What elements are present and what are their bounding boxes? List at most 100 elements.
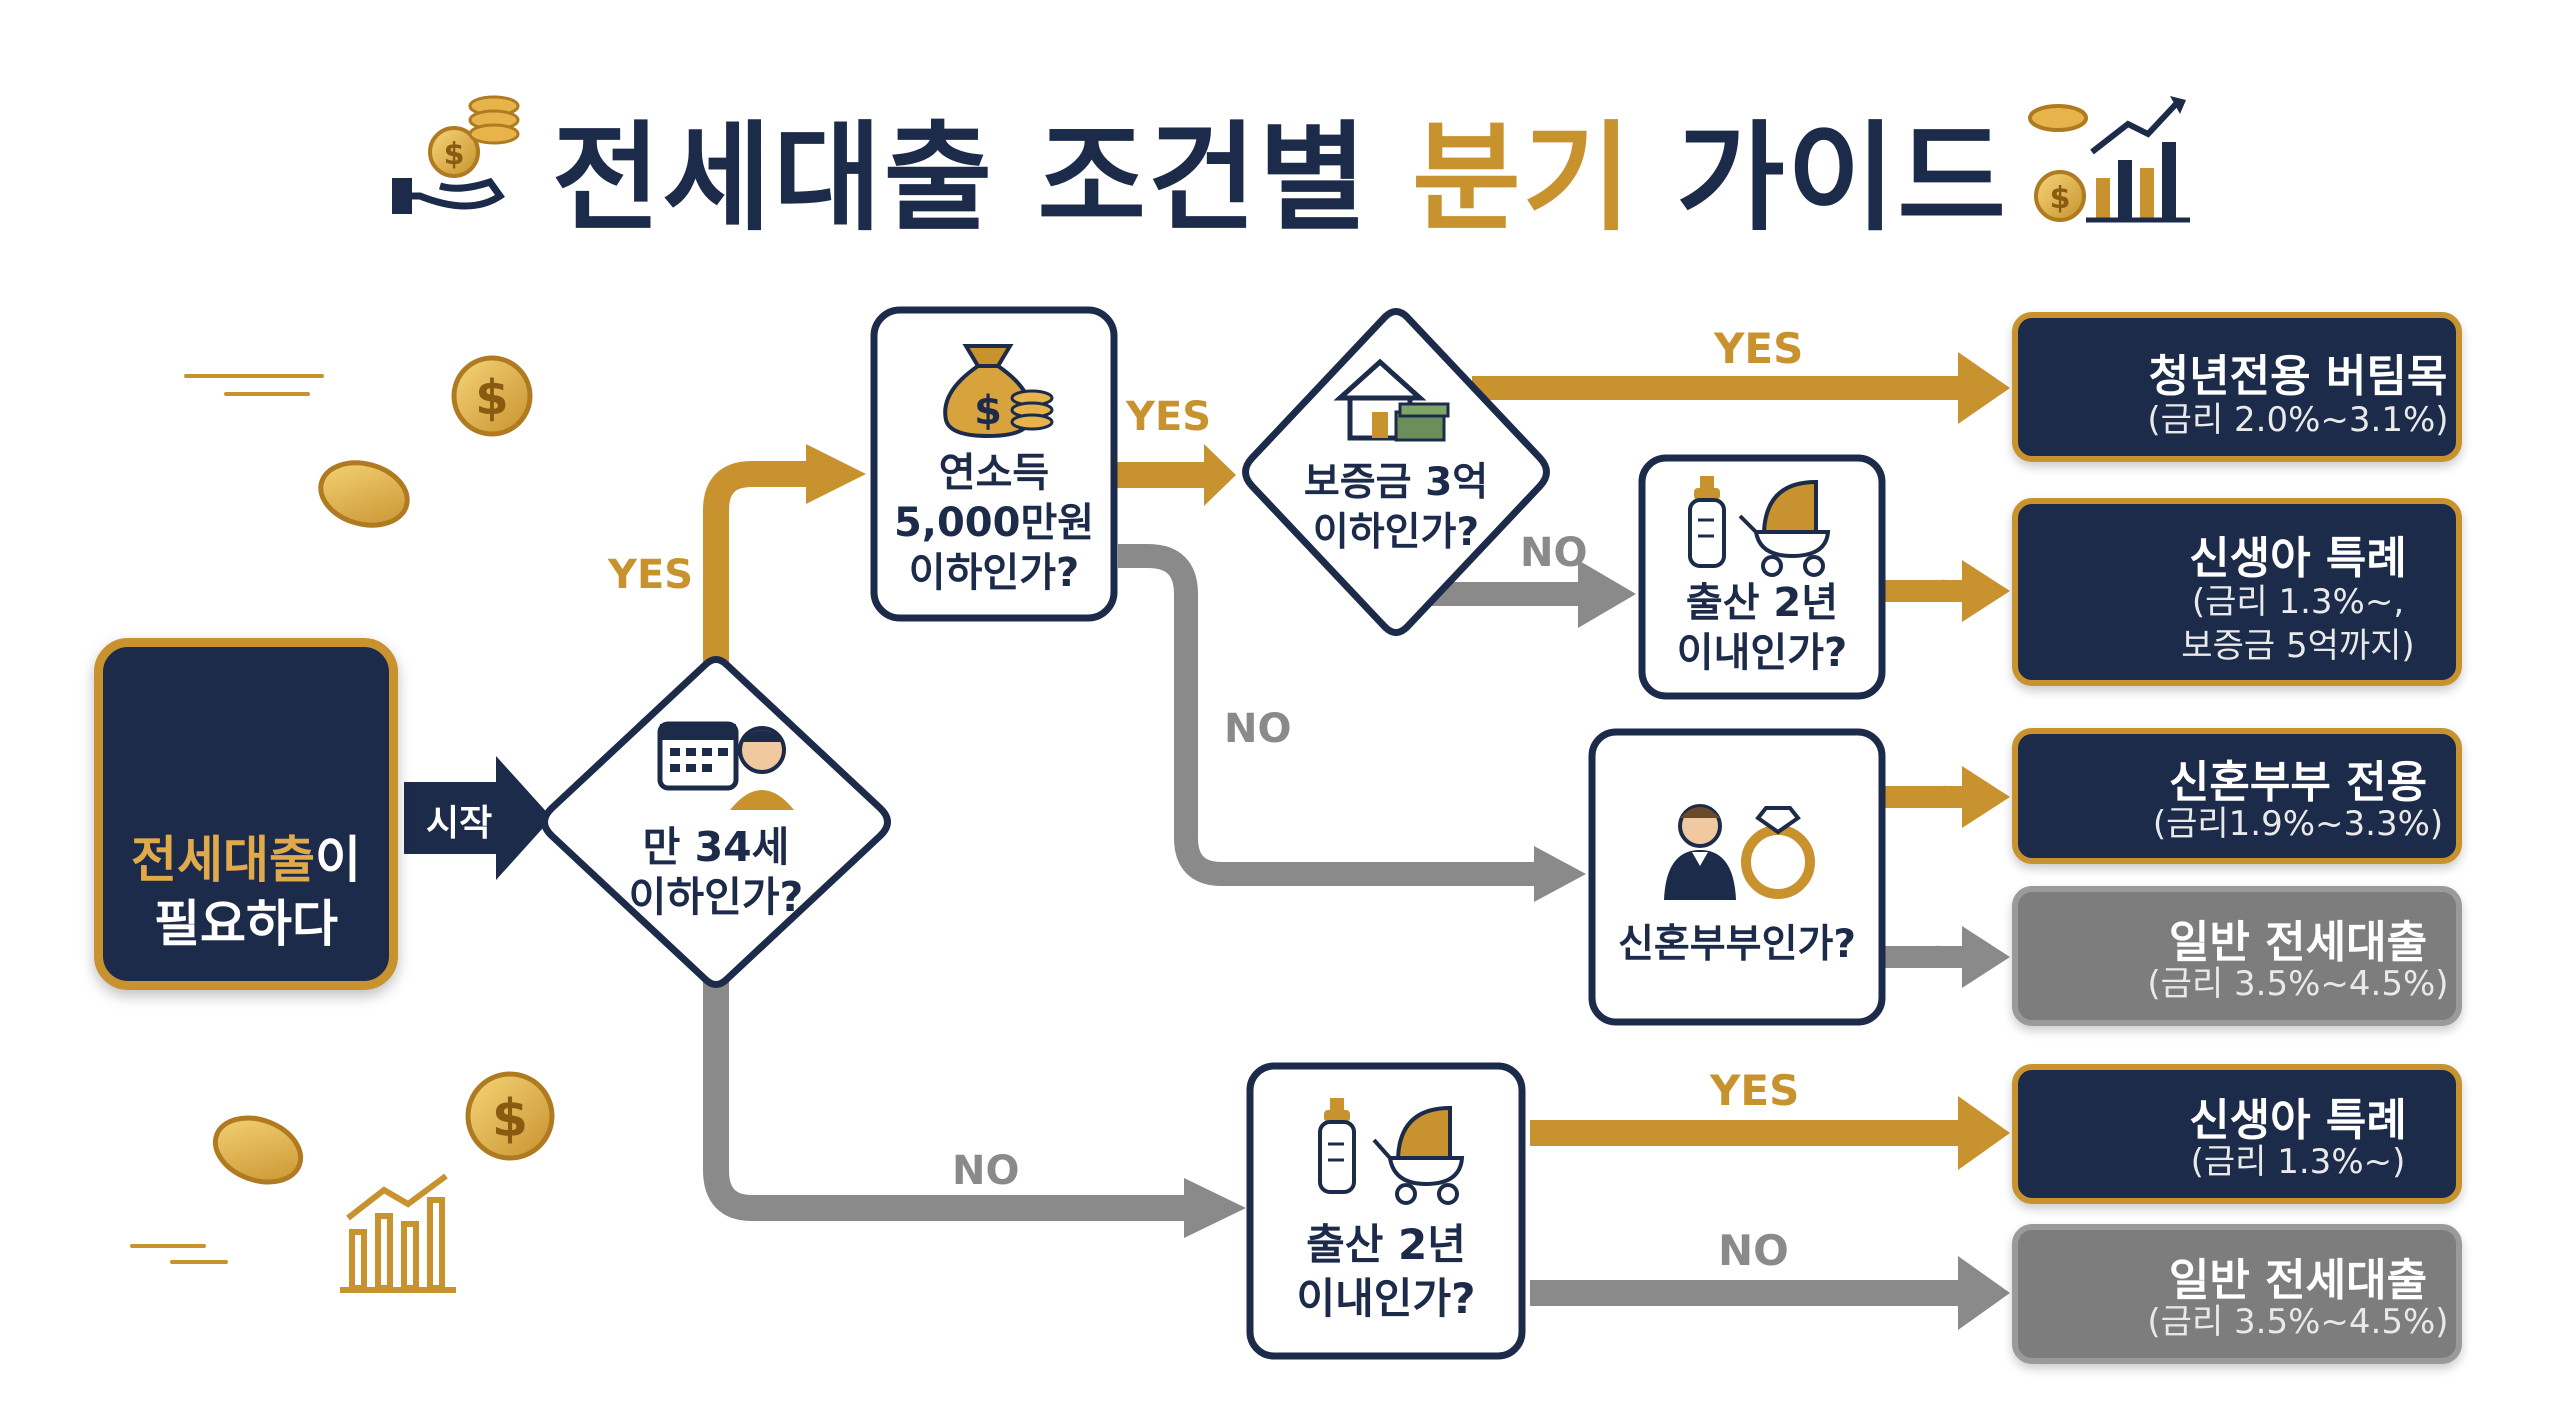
outcome-title: 일반 전세대출 (2168, 1255, 2428, 1306)
no-label-married: NO (1902, 940, 1950, 973)
arrowhead (806, 444, 866, 504)
start-node (94, 638, 398, 990)
bar-chart-icon (340, 1173, 456, 1293)
arrowhead (1962, 766, 2010, 828)
arrowhead (1534, 846, 1586, 902)
age-question-line1: 만 34세 (642, 823, 790, 871)
no-label-age: NO (952, 1148, 1020, 1194)
deposit-question-text: 보증금 3억 이하인가? (1270, 458, 1522, 558)
no-label-deposit: NO (1520, 530, 1588, 576)
outcome-sub: 보증금 5억까지) (2181, 626, 2415, 666)
outcome-title: 신생아 특례 (2189, 1095, 2407, 1146)
start-line1-rest: 이 (315, 831, 361, 889)
deposit-question-line1: 보증금 3억 (1303, 460, 1489, 505)
outcome-title: 신생아 특례 (2189, 533, 2407, 584)
arrowhead (1204, 444, 1236, 506)
connector-married-outcome3 (1884, 786, 1966, 808)
baby-bottle-stroller-icon (1318, 1098, 1465, 1205)
age-decision-node (541, 656, 891, 988)
connector-birth-outcome6 (1530, 1280, 1962, 1306)
birth-top-question-line2: 이내인가? (1676, 630, 1848, 676)
connector-birth-outcome5 (1530, 1120, 1962, 1146)
outcome-title: 신혼부부 전용 (2168, 757, 2428, 808)
connector-income-deposit (1116, 462, 1206, 488)
speed-lines-icon (130, 374, 324, 1264)
birth-top-question-text: 출산 2년 이내인가? (1642, 578, 1882, 678)
connector-birth-outcome2 (1884, 580, 1966, 602)
outcome-sub: (금리 1.3%~) (2190, 1142, 2406, 1182)
house-money-icon (1333, 358, 1450, 442)
no-label-income: NO (1224, 706, 1292, 752)
outcome-youth-loan: 청년전용 버팀목 (금리 2.0%~3.1%) (2012, 312, 2462, 462)
svg-text:$: $ (475, 370, 508, 426)
outcome-newlywed-loan: 신혼부부 전용 (금리1.9%~3.3%) (2012, 728, 2462, 864)
arrowhead (1958, 1256, 2010, 1330)
coin-icon (212, 1115, 304, 1185)
income-question-line2: 5,000만원 (893, 500, 1095, 546)
start-node-text: 전세대출이 필요하다 (94, 828, 398, 956)
outcome-sub: (금리1.9%~3.3%) (2152, 804, 2444, 844)
outcome-title: 청년전용 버팀목 (2148, 351, 2448, 402)
yes-label-birth-bottom: YES (1710, 1066, 1800, 1115)
connector-deposit-birth (1432, 582, 1582, 606)
married-decision-node (1588, 728, 1886, 1026)
connector-deposit-outcome1 (1472, 376, 1962, 400)
married-question-text: 신혼부부인가? (1592, 920, 1882, 970)
birth-bottom-question-line2: 이내인가? (1296, 1274, 1476, 1323)
arrowhead (1962, 926, 2010, 988)
svg-text:$: $ (974, 388, 1002, 434)
income-question-text: 연소득 5,000만원 이하인가? (874, 448, 1114, 598)
page-title: 전세대출 조건별 분기 가이드 (0, 82, 2560, 253)
birth-bottom-question-line1: 출산 2년 (1306, 1220, 1466, 1269)
outcome-sub: (금리 3.5%~4.5%) (2147, 964, 2449, 1004)
title-accent: 분기 (1412, 109, 1634, 247)
outcome-sub: (금리 2.0%~3.1%) (2147, 400, 2449, 440)
yes-label-birth-top: YES (1894, 574, 1954, 607)
baby-bottle-stroller-icon (1688, 476, 1831, 577)
connector-married-outcome4 (1884, 946, 1966, 968)
arrowhead (1958, 352, 2010, 424)
outcome-sub: (금리 1.3%~, (2191, 582, 2405, 622)
income-question-line3: 이하인가? (908, 550, 1080, 596)
growth-chart-icon: $ (2028, 96, 2190, 223)
groom-ring-icon (1664, 804, 1815, 900)
connector-income-married (1118, 544, 1536, 886)
coin-icon (318, 460, 410, 528)
outcome-newborn-special-2: 신생아 특례 (금리 1.3%~) (2012, 1064, 2462, 1204)
outcome-general-loan-2: 일반 전세대출 (금리 3.5%~4.5%) (2012, 1224, 2462, 1364)
outcome-title: 일반 전세대출 (2168, 917, 2428, 968)
deposit-decision-node (1242, 308, 1550, 636)
hand-coins-icon: $ (392, 95, 520, 214)
start-line2: 필요하다 (154, 895, 338, 953)
title-part1: 전세대출 조건별 (552, 109, 1413, 247)
connector-age-birth (703, 980, 1188, 1221)
no-label-birth-bottom: NO (1718, 1226, 1789, 1275)
svg-text:$: $ (444, 137, 465, 172)
coin-icon: $ (451, 355, 533, 437)
start-arrow (404, 756, 552, 880)
calendar-person-icon (657, 721, 794, 810)
arrowhead (1184, 1178, 1246, 1238)
income-decision-node (870, 306, 1118, 622)
outcome-sub: (금리 3.5%~4.5%) (2147, 1302, 2449, 1342)
outcome-newborn-special: 신생아 특례 (금리 1.3%~, 보증금 5억까지) (2012, 498, 2462, 686)
title-part2: 가이드 (1633, 109, 2008, 247)
start-line1-accent: 전세대출 (131, 831, 315, 889)
arrowhead (1578, 560, 1636, 628)
start-arrow-label: 시작 (426, 803, 493, 844)
married-question-line1: 신혼부부인가? (1618, 922, 1856, 967)
income-question-line1: 연소득 (938, 450, 1050, 496)
birth-bottom-question-text: 출산 2년 이내인가? (1250, 1218, 1522, 1326)
yes-label-married: YES (1896, 780, 1956, 813)
yes-label-income: YES (1126, 394, 1212, 440)
coin-icon: $ (465, 1071, 555, 1161)
birth-top-question-line1: 출산 2년 (1685, 580, 1839, 626)
outcome-general-loan: 일반 전세대출 (금리 3.5%~4.5%) (2012, 886, 2462, 1026)
yes-label-deposit: YES (1714, 324, 1804, 373)
money-bag-icon: $ (943, 344, 1054, 439)
age-question-text: 만 34세 이하인가? (580, 822, 852, 922)
arrowhead (1958, 1096, 2010, 1170)
connector-age-income (703, 461, 808, 672)
arrowhead (1962, 560, 2010, 622)
svg-text:$: $ (2050, 181, 2071, 216)
